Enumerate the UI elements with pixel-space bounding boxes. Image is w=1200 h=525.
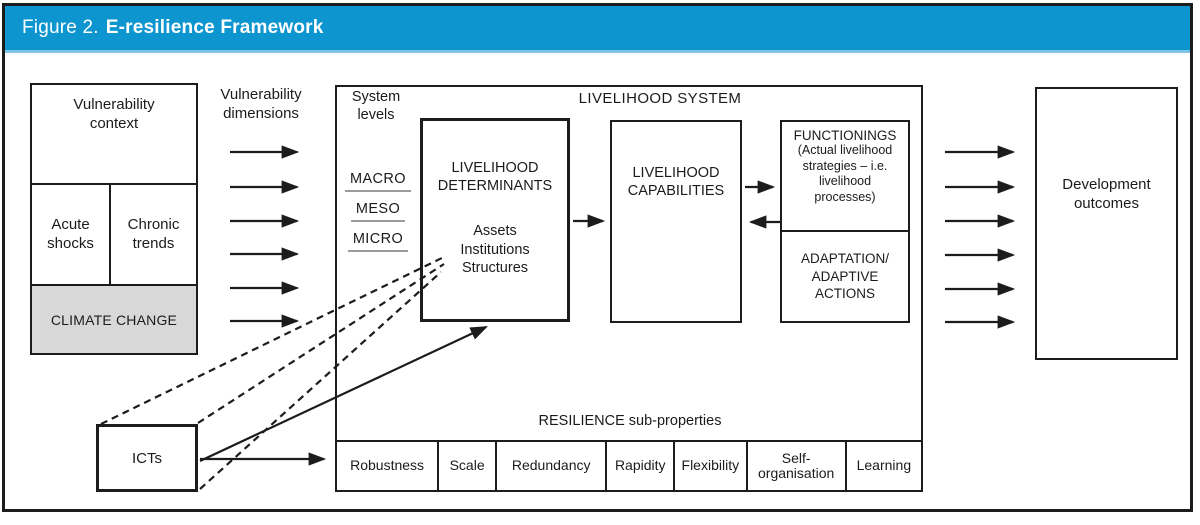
vulnerability-dimensions-label: Vulnerability dimensions [220, 86, 302, 122]
resilience-subproperties-row: Robustness Scale Redundancy Rapidity Fle… [335, 440, 923, 492]
subproperty-cell-scale: Scale [439, 442, 497, 490]
climate-change-label: CLIMATE CHANGE [50, 311, 178, 328]
livelihood-determinants-box: LIVELIHOOD DETERMINANTS Assets Instituti… [420, 118, 570, 322]
icts-box: ICTs [96, 424, 198, 492]
adaptation-line2: ADAPTIVE [811, 268, 879, 284]
functionings-subtitle-line2: strategies – i.e. [802, 158, 888, 173]
figure-number-label: Figure 2. [22, 17, 99, 38]
livelihood-capabilities-box: LIVELIHOOD CAPABILITIES [610, 120, 742, 323]
system-levels-label: System levels [351, 89, 401, 124]
development-outcomes-label: Development outcomes [1062, 175, 1151, 212]
level-micro: MICRO [337, 230, 419, 252]
icts-label: ICTs [132, 449, 162, 467]
acute-shocks-cell: Acute shocks [32, 185, 111, 284]
subproperty-cell-self-organisation: Self-organisation [748, 442, 847, 490]
figure-title-bar: Figure 2. E-resilience Framework [5, 6, 1190, 53]
determinants-item-assets: Assets [473, 223, 517, 240]
shocks-trends-row: Acute shocks Chronic trends [32, 185, 196, 286]
functionings-subtitle-line3: livelihood [818, 174, 872, 188]
subproperty-cell-learning: Learning [856, 457, 912, 474]
livelihood-system-title: LIVELIHOOD SYSTEM [578, 90, 742, 107]
development-outcomes-box: Development outcomes [1035, 87, 1178, 360]
functionings-subtitle-line4: processes) [814, 189, 876, 204]
climate-change-cell: CLIMATE CHANGE [32, 286, 196, 353]
vulnerability-context-cell: Vulnerability context [32, 85, 196, 185]
vulnerability-context-label: Vulnerability context [73, 96, 155, 132]
determinants-item-structures: Structures [461, 260, 529, 277]
adaptation-line1: ADAPTATION/ [800, 251, 889, 267]
acute-shocks-label: Acute shocks [47, 215, 94, 252]
capabilities-label: LIVELIHOOD CAPABILITIES [627, 165, 725, 199]
subproperty-cell-rapidity: Rapidity [607, 442, 676, 490]
resilience-subproperties-label: RESILIENCE sub-properties [538, 413, 722, 429]
determinants-items: Assets Institutions Structures [460, 222, 529, 277]
subproperty-cell-flexibility: Flexibility [675, 442, 748, 490]
figure-title: E-resilience Framework [105, 17, 324, 38]
chronic-trends-cell: Chronic trends [111, 185, 196, 284]
functionings-title: FUNCTIONINGS [793, 128, 897, 143]
subproperty-cell-redundancy: Redundancy [497, 442, 608, 490]
level-macro: MACRO [337, 170, 419, 192]
determinants-item-institutions: Institutions [460, 241, 530, 258]
adaptation-line3: ACTIONS [814, 286, 875, 302]
chronic-trends-label: Chronic trends [127, 215, 180, 252]
subproperty-cell-robustness: Robustness [337, 442, 440, 490]
system-levels-list: MACRO MESO MICRO [337, 170, 419, 260]
vulnerability-context-box: Vulnerability context Acute shocks Chron… [30, 83, 198, 355]
level-meso: MESO [337, 200, 419, 222]
functionings-subtitle-line1: (Actual livelihood [797, 143, 893, 157]
adaptation-actions-box: ADAPTATION/ ADAPTIVE ACTIONS [780, 232, 910, 323]
functionings-box: FUNCTIONINGS (Actual livelihood strategi… [780, 120, 910, 232]
determinants-title: LIVELIHOOD DETERMINANTS [437, 160, 553, 194]
